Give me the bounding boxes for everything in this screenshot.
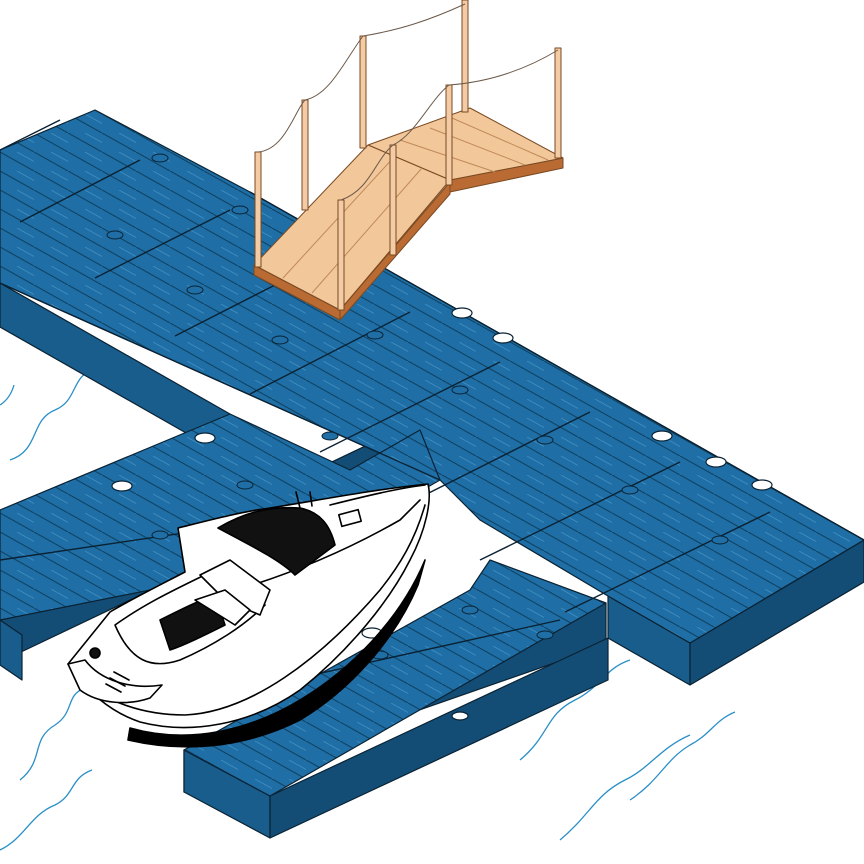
boat-antenna: [295, 491, 313, 509]
rail-post: [445, 84, 453, 186]
motor-yacht-icon: [67, 483, 430, 748]
wave-line: [519, 659, 631, 761]
boat-hull-lines: [71, 504, 426, 716]
cleat-icon: [194, 432, 216, 444]
rail-post: [337, 199, 345, 311]
boat-bow-rail: [329, 484, 426, 506]
boat-seat: [194, 589, 251, 626]
rail-post: [359, 35, 367, 149]
rail-post: [461, 0, 469, 113]
cleat-icon: [111, 480, 133, 492]
cleat-icon: [651, 430, 673, 442]
dock-lower-finger: [183, 559, 607, 797]
boat-engine-icon: [89, 647, 101, 659]
dock-side-wall: [0, 619, 23, 681]
ramp-rail-ropes: [257, 3, 559, 201]
boat-shadow: [127, 559, 426, 748]
boat-hatch: [337, 508, 363, 528]
rail-post: [389, 144, 397, 256]
wave-line: [559, 734, 691, 841]
cleat-icon: [451, 307, 473, 319]
wave-line: [629, 711, 736, 801]
rail-post: [254, 151, 262, 268]
cleat-icon: [751, 479, 773, 491]
gangway-ramp-icon: [253, 0, 564, 321]
boat-windshield: [217, 506, 336, 576]
wave-line: [0, 769, 93, 851]
boat-ladder: [105, 671, 130, 693]
wave-line: [0, 384, 15, 406]
water-wave-icon: [0, 369, 736, 851]
dock-connector-pins: [106, 153, 729, 660]
rail-post: [301, 99, 309, 211]
cleat-icon: [492, 332, 514, 344]
wave-line: [9, 369, 101, 461]
cleat-icon: [705, 456, 727, 468]
rail-post: [554, 47, 562, 159]
dock-front-wall: [269, 637, 609, 839]
wave-line: [19, 687, 86, 781]
cleat-icon: [451, 711, 469, 721]
dock-cleats: [111, 307, 773, 721]
